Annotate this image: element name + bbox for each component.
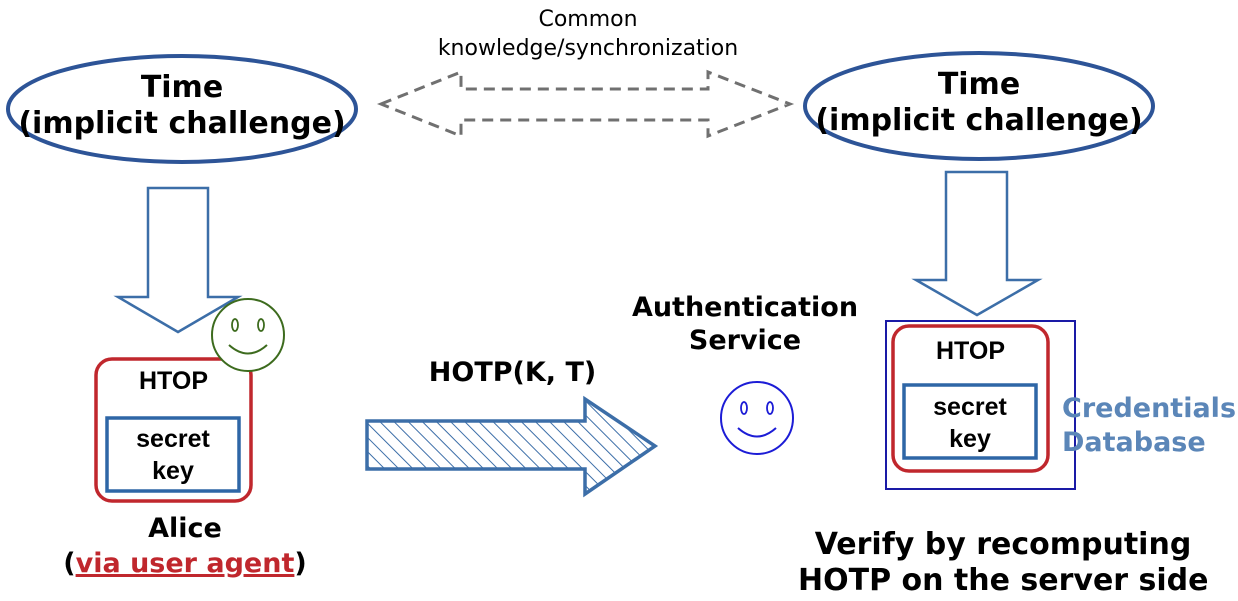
server-secret-key-label: secret key (904, 391, 1036, 455)
message-label: HOTP(K, T) (428, 357, 597, 388)
message-arrow (365, 395, 659, 498)
right-time-label: Time (implicit challenge) (809, 67, 1149, 139)
client-agent: (via user agent) (40, 547, 330, 580)
sync-double-arrow (376, 69, 795, 139)
client-secret-key-box (105, 416, 241, 493)
client-htop-label: HTOP (139, 367, 208, 395)
sync-label-line2: knowledge/synchronization (437, 36, 739, 61)
server-key-line2: key (949, 425, 991, 453)
left-time-line1: Time (140, 70, 224, 105)
credentials-database-label: Credentials Database (1062, 392, 1237, 460)
db-line2: Database (1062, 427, 1206, 458)
client-agent-open: ( (63, 548, 76, 579)
client-name: Alice (148, 513, 222, 544)
user-agent-link[interactable]: via user agent (75, 548, 295, 579)
left-down-arrow (113, 186, 243, 334)
left-time-ellipse (6, 54, 358, 164)
right-time-ellipse (803, 51, 1155, 161)
left-time-label: Time (implicit challenge) (12, 70, 352, 142)
client-agent-close: ) (294, 548, 307, 579)
server-secret-key-box (902, 383, 1038, 460)
server-key-line1: secret (933, 393, 1007, 421)
service-label: Authentication Service (615, 291, 875, 357)
service-smiley-icon (720, 381, 794, 455)
service-line1: Authentication (631, 292, 859, 323)
left-time-line2: (implicit challenge) (18, 106, 346, 141)
verify-line2: HOTP on the server side (798, 563, 1209, 598)
verify-line1: Verify by recomputing (814, 527, 1192, 562)
right-down-arrow (911, 170, 1043, 317)
client-key-line2: key (152, 457, 194, 485)
sync-label-line1: Common (538, 7, 638, 32)
verify-label: Verify by recomputing HOTP on the server… (798, 527, 1209, 599)
db-line1: Credentials (1062, 393, 1237, 424)
service-line2: Service (688, 325, 802, 356)
right-time-line2: (implicit challenge) (815, 103, 1143, 138)
sync-label: Common knowledge/synchronization (388, 5, 788, 63)
client-smiley-icon (211, 298, 285, 372)
right-time-line1: Time (937, 67, 1021, 102)
server-htop-label: HTOP (936, 337, 1005, 365)
server-credentials-box (885, 320, 1076, 490)
client-key-line1: secret (136, 425, 210, 453)
client-secret-key-label: secret key (107, 423, 239, 487)
